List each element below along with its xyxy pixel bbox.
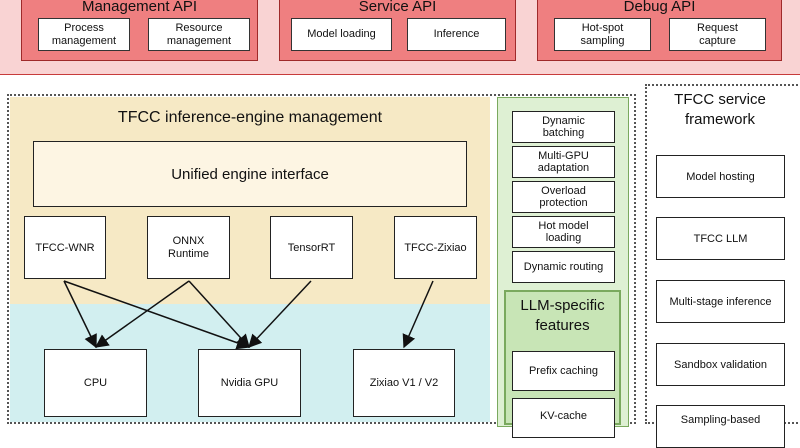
debug-api-group: Debug API Hot-spot sampling Request capt… <box>537 0 782 61</box>
service-sampling-based: Sampling-based <box>656 405 785 448</box>
hot-spot-sampling-item: Hot-spot sampling <box>554 18 651 51</box>
edge-tensorrt-to-nvidia-gpu <box>248 280 312 348</box>
management-api-title: Management API <box>81 0 198 15</box>
llm-prefix-caching: Prefix caching <box>512 351 615 391</box>
service-api-title: Service API <box>358 0 437 15</box>
llm-kv-cache: KV-cache <box>512 398 615 438</box>
edge-tfcc-zixiao-to-zixiao-v1-v2 <box>402 280 434 349</box>
feature-overload-protection: Overload protection <box>512 181 615 213</box>
service-sandbox-validation: Sandbox validation <box>656 343 785 386</box>
feature-dynamic-batching: Dynamic batching <box>512 111 615 143</box>
edge-onnx-runtime-to-nvidia-gpu <box>188 280 250 348</box>
request-capture-item: Request capture <box>669 18 766 51</box>
engine-onnx-runtime: ONNX Runtime <box>147 216 230 279</box>
feature-hot-model-loading: Hot model loading <box>512 216 615 248</box>
model-loading-item: Model loading <box>291 18 392 51</box>
engine-tensorrt: TensorRT <box>270 216 353 279</box>
service-model-hosting: Model hosting <box>656 155 785 198</box>
resource-management-item: Resource management <box>148 18 250 51</box>
service-api-group: Service API Model loading Inference <box>279 0 516 61</box>
inference-item: Inference <box>407 18 506 51</box>
edge-tfcc-wnr-to-nvidia-gpu <box>63 280 251 350</box>
unified-engine-interface: Unified engine interface <box>33 141 467 207</box>
service-framework-title: TFCC service framework <box>674 91 766 128</box>
process-management-item: Process management <box>38 18 130 51</box>
management-api-group: Management API Process management Resour… <box>21 0 258 61</box>
service-multi-stage-inference: Multi-stage inference <box>656 280 785 323</box>
edge-onnx-runtime-to-cpu <box>94 280 190 348</box>
llm-features-title: LLM-specific features <box>520 297 605 334</box>
engine-tfcc-wnr: TFCC-WNR <box>24 216 106 279</box>
feature-dynamic-routing: Dynamic routing <box>512 251 615 283</box>
service-tfcc-llm: TFCC LLM <box>656 217 785 260</box>
hardware-zixiao: Zixiao V1 / V2 <box>353 349 455 417</box>
engine-management-title: TFCC inference-engine management <box>117 109 383 126</box>
hardware-nvidia-gpu: Nvidia GPU <box>198 349 301 417</box>
hardware-cpu: CPU <box>44 349 147 417</box>
engine-tfcc-zixiao: TFCC-Zixiao <box>394 216 477 279</box>
edge-tfcc-wnr-to-cpu <box>63 280 97 349</box>
debug-api-title: Debug API <box>623 0 696 15</box>
engine-hardware-connectors <box>63 280 434 350</box>
feature-multi-gpu-adaptation: Multi-GPU adaptation <box>512 146 615 178</box>
